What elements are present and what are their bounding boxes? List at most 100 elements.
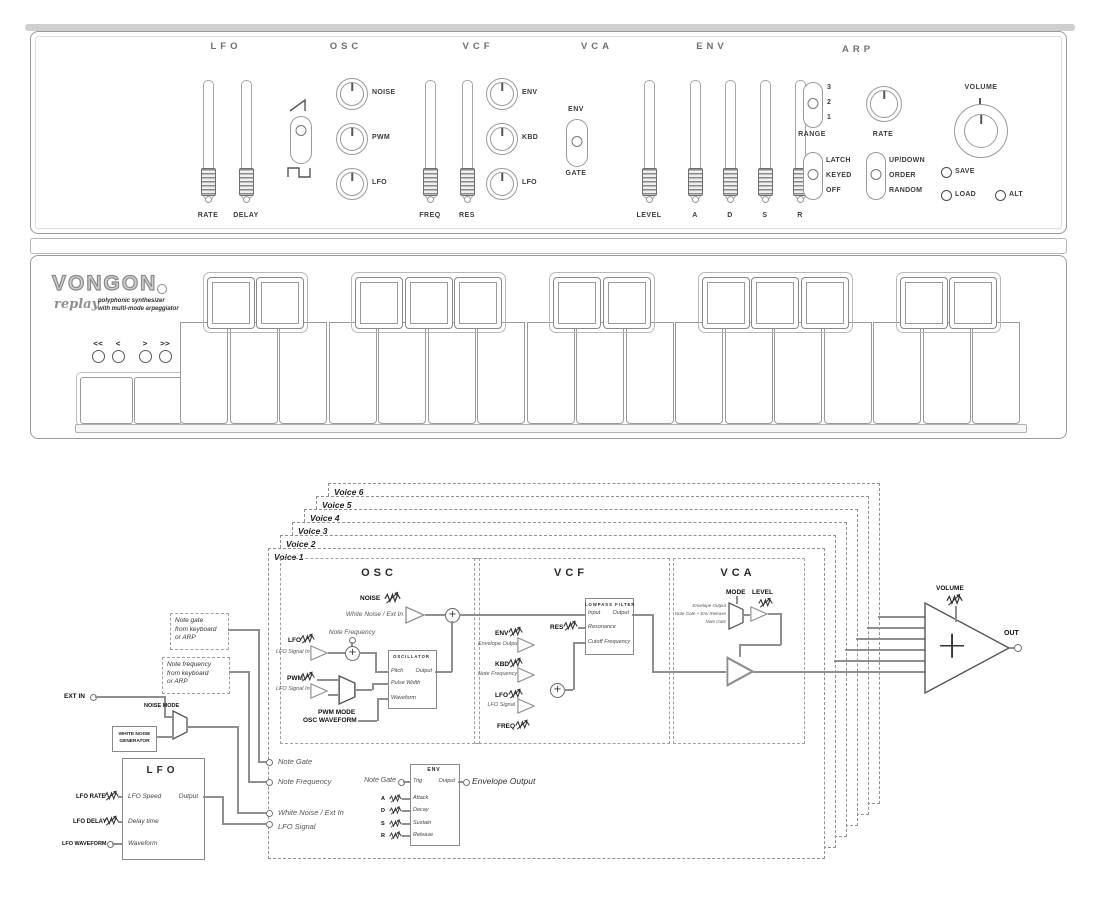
arp-range-label: RANGE (798, 131, 826, 138)
lfo-waveform-switch[interactable] (290, 116, 312, 164)
logo-dot-icon (157, 284, 167, 294)
vcf-lfo-knob[interactable] (486, 168, 518, 200)
wng-line2: GENERATOR (119, 738, 150, 744)
osc-pwm-knob[interactable] (336, 123, 368, 155)
black-key[interactable] (256, 277, 304, 329)
arp-range-switch-knob[interactable] (807, 98, 819, 109)
voice-label: Voice 6 (334, 487, 364, 497)
section-title-vca: VCA (580, 41, 614, 52)
nav-rewind-button[interactable] (92, 350, 105, 363)
white-key[interactable] (279, 322, 327, 424)
vca-env-gate-switch-knob[interactable] (571, 136, 583, 147)
vca-env-gate-switch[interactable] (566, 119, 588, 167)
arp-direction-switch-knob[interactable] (870, 169, 882, 180)
black-key[interactable] (751, 277, 799, 329)
tagline-1: polyphonic synthesizer (98, 298, 165, 304)
black-key[interactable] (602, 277, 651, 329)
lfo-delay-label: DELAY (233, 212, 259, 219)
white-key[interactable] (180, 322, 228, 424)
noise-mode-mux-icon (172, 710, 188, 740)
nav-back-button[interactable] (112, 350, 125, 363)
white-key[interactable] (675, 322, 723, 424)
black-key[interactable] (701, 277, 750, 329)
black-key[interactable] (800, 277, 849, 329)
black-key-group-bezel (697, 272, 853, 333)
load-led[interactable] (941, 190, 952, 201)
save-led[interactable] (941, 167, 952, 178)
env-a-slider-handle[interactable] (688, 168, 703, 196)
white-key[interactable] (823, 322, 872, 424)
white-key[interactable] (625, 322, 674, 424)
arp-rate-label: RATE (872, 131, 894, 138)
volume-knob[interactable] (954, 104, 1008, 158)
arp-hold-switch-knob[interactable] (807, 169, 819, 180)
white-key[interactable] (526, 322, 575, 424)
alt-led[interactable] (995, 190, 1006, 201)
nav-forward-button[interactable] (139, 350, 152, 363)
case-hinge-strip (30, 238, 1067, 254)
black-key[interactable] (355, 277, 403, 329)
section-title-vcf: VCF (462, 41, 494, 52)
arp-range-3: 3 (827, 84, 832, 91)
voice-box: Voice 1 (268, 548, 825, 859)
arp-off-label: OFF (826, 187, 841, 194)
vcf-kbd-knob[interactable] (486, 123, 518, 155)
arp-direction-switch[interactable] (866, 152, 886, 200)
osc-lfo-knob[interactable] (336, 168, 368, 200)
nav-rewind-label: << (93, 339, 103, 348)
white-key[interactable] (328, 322, 377, 424)
lfo-waveform-switch-knob[interactable] (295, 125, 307, 136)
arp-hold-switch[interactable] (803, 152, 823, 200)
vcf-env-knob[interactable] (486, 78, 518, 110)
lfo-delay-slider-handle[interactable] (239, 168, 254, 196)
white-key[interactable] (576, 322, 624, 424)
arp-range-switch[interactable] (803, 82, 823, 128)
lfo-rate-pot-icon (104, 789, 119, 801)
lfo-rate-slider-handle[interactable] (201, 168, 216, 196)
white-key[interactable] (922, 322, 971, 424)
white-key[interactable] (724, 322, 773, 424)
vcf-freq-slider-handle[interactable] (423, 168, 438, 196)
noise-mode-label: NOISE MODE (144, 703, 180, 709)
black-key[interactable] (949, 277, 997, 329)
env-s-slider-dot (762, 196, 769, 203)
white-key[interactable] (972, 322, 1020, 424)
black-key-group-bezel (202, 272, 308, 333)
white-key[interactable] (477, 322, 525, 424)
env-d-slider-handle[interactable] (723, 168, 738, 196)
note-freq-box-line3: or ARP (167, 678, 188, 685)
voice-label: Voice 4 (310, 513, 340, 523)
nav-ffwd-button[interactable] (159, 350, 172, 363)
black-key[interactable] (404, 277, 453, 329)
white-key[interactable] (873, 322, 921, 424)
volume-label: VOLUME (964, 84, 998, 91)
vca-level-slider-handle[interactable] (642, 168, 657, 196)
vcf-env-label: ENV (522, 89, 538, 96)
octave-down-key[interactable] (80, 377, 133, 424)
wng-line1: WHITE NOISE (118, 732, 151, 737)
white-key[interactable] (378, 322, 426, 424)
sum-plus: + (936, 623, 968, 667)
white-key[interactable] (427, 322, 476, 424)
section-title-osc: OSC (329, 41, 363, 52)
env-s-slider-handle[interactable] (758, 168, 773, 196)
white-key[interactable] (774, 322, 822, 424)
octave-up-key[interactable] (134, 377, 182, 424)
nav-back-label: < (115, 339, 121, 348)
note-gate-box-line1: Note gate (175, 617, 204, 624)
black-key[interactable] (454, 277, 502, 329)
osc-noise-knob[interactable] (336, 78, 368, 110)
black-key[interactable] (553, 277, 601, 329)
white-noise-generator-box: WHITE NOISE GENERATOR (112, 726, 157, 752)
arp-rate-knob[interactable] (866, 86, 902, 122)
osc-noise-label: NOISE (372, 89, 396, 96)
black-key[interactable] (899, 277, 948, 329)
note-gate-source-box: Note gate from keyboard or ARP (170, 613, 229, 650)
case-back-edge (25, 24, 1075, 31)
black-key[interactable] (206, 277, 255, 329)
vcf-res-slider-handle[interactable] (460, 168, 475, 196)
vca-level-slider-dot (646, 196, 653, 203)
vcf-lfo-label: LFO (522, 179, 537, 186)
white-key[interactable] (229, 322, 278, 424)
